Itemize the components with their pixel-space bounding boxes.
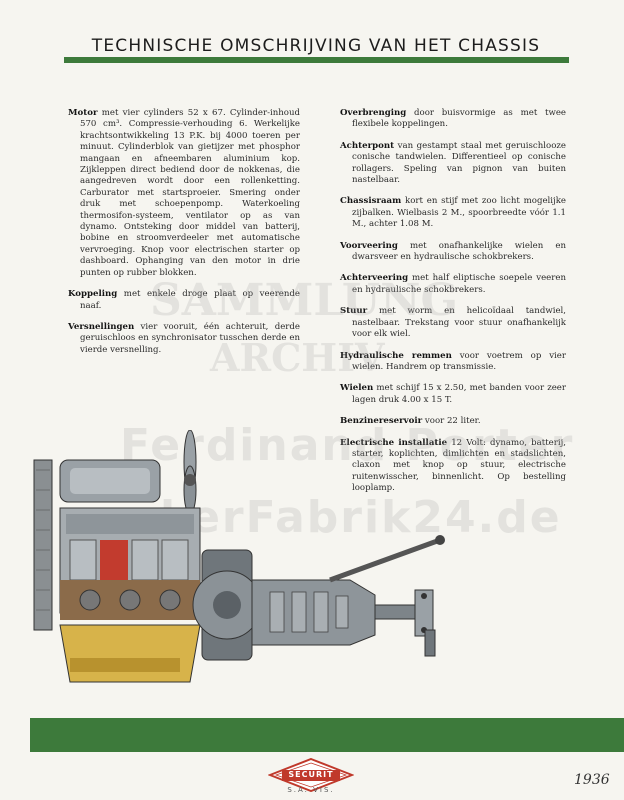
spec-overbrenging: Overbrenging door buisvormige as met twe… xyxy=(340,108,566,131)
spec-benzinereservoir: Benzinereservoir voor 22 liter. xyxy=(340,416,566,427)
spec-term: Hydraulische remmen xyxy=(340,350,452,361)
spec-koppeling: Koppeling met enkele droge plaat op veer… xyxy=(68,289,300,312)
spec-text: voor voetrem op vier wielen. Handrem op … xyxy=(352,350,566,372)
spec-achterveering: Achterveering met half eliptische soepel… xyxy=(340,273,566,296)
securit-logo xyxy=(268,758,354,792)
spec-term: Chassisraam xyxy=(340,196,402,207)
spec-text: door buisvormige as met twee flexibele k… xyxy=(352,108,567,130)
spec-term: Achterveering xyxy=(340,273,409,284)
spec-text: vier vooruit, één achteruit, derde gerui… xyxy=(80,321,300,355)
spec-text: met schijf 15 x 2.50, met banden voor ze… xyxy=(352,383,567,405)
right-spec-column: Overbrenging door buisvormige as met twe… xyxy=(340,108,566,505)
spec-term: Achterpont xyxy=(340,140,395,151)
spec-text: met onafhankelijke wielen en dwarsveer e… xyxy=(352,240,566,263)
spec-stuur: Stuur met worm en helicoïdaal tandwiel, … xyxy=(340,306,566,340)
spec-text: met worm en helicoïdaal tandwiel, nastel… xyxy=(352,306,567,340)
spec-text: met half eliptische soepele veeren en hy… xyxy=(352,273,566,295)
spec-electrische-installatie: Electrische installatie 12 Volt: dynamo,… xyxy=(340,438,566,495)
spec-remmen: Hydraulische remmen voor voetrem op vier… xyxy=(340,351,566,374)
spec-term: Electrische installatie xyxy=(340,437,448,448)
spec-text: met vier cylinders 52 x 67. Cylinder-inh… xyxy=(80,108,301,278)
fan-icon xyxy=(183,430,197,515)
spec-term: Stuur xyxy=(340,306,368,317)
spec-achterpont: Achterpont van gestampt staal met geruis… xyxy=(340,141,566,187)
spec-term: Versnellingen xyxy=(68,321,135,332)
footer-green-bar xyxy=(30,718,624,752)
spec-term: Overbrenging xyxy=(340,108,407,118)
spec-text: kort en stijf met zoo licht mogelijke zi… xyxy=(352,196,566,230)
title-divider xyxy=(64,57,569,63)
spec-motor: Motor met vier cylinders 52 x 67. Cylind… xyxy=(68,108,300,279)
spec-term: Motor xyxy=(68,108,98,118)
spec-text: met enkele droge plaat op veerende naaf. xyxy=(80,289,301,311)
spec-chassisraam: Chassisraam kort en stijf met zoo licht … xyxy=(340,196,566,230)
handwritten-year: 1936 xyxy=(574,772,610,788)
spec-term: Voorveering xyxy=(340,240,398,251)
logo-subtitle: S.A. VIS. xyxy=(287,786,335,794)
spec-text: van gestampt staal met geruischlooze con… xyxy=(352,140,566,186)
spec-voorveering: Voorveering met onafhankelijke wielen en… xyxy=(340,241,566,264)
spec-term: Koppeling xyxy=(68,289,118,300)
left-spec-column: Motor met vier cylinders 52 x 67. Cylind… xyxy=(68,108,300,366)
spec-text: voor 22 liter. xyxy=(424,416,481,427)
spec-versnellingen: Versnellingen vier vooruit, één achterui… xyxy=(68,322,300,356)
spec-term: Benzinereservoir xyxy=(340,416,423,427)
spec-text: 12 Volt: dynamo, batterij, starter, kopl… xyxy=(352,437,566,494)
spec-wielen: Wielen met schijf 15 x 2.50, met banden … xyxy=(340,383,566,406)
engine-cutaway-illustration xyxy=(33,430,445,683)
securit-logo-text: SECURIT xyxy=(288,770,334,779)
page-title: TECHNISCHE OMSCHRIJVING VAN HET CHASSIS xyxy=(91,36,541,56)
spec-term: Wielen xyxy=(340,383,374,394)
